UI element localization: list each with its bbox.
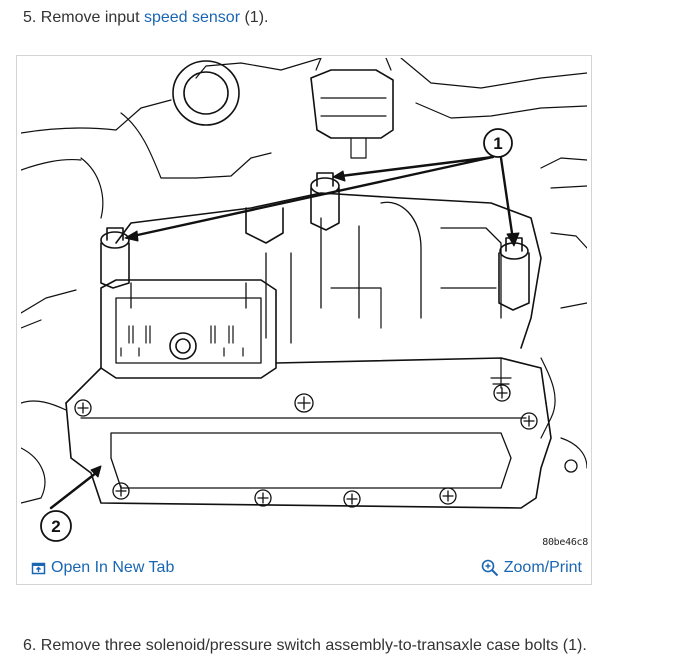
step-6-text: 6. Remove three solenoid/pressure switch… [23,637,587,654]
open-in-new-tab-label: Open In New Tab [51,559,175,576]
figure-container: 1 2 80be46c8 Open In New Tab Zoom/Print [16,55,592,585]
callout-2-label: 2 [51,517,60,536]
callout-1-label: 1 [493,134,502,153]
solenoid-assembly-diagram: 1 2 [21,58,587,542]
open-in-new-tab-button[interactable]: Open In New Tab [31,559,174,577]
zoom-print-button[interactable]: Zoom/Print [481,559,582,577]
figure-code: 80be46c8 [542,537,588,548]
step-5-prefix: 5. Remove input [23,9,144,26]
speed-sensor-link[interactable]: speed sensor [143,9,241,26]
step-5-suffix: (1). [240,9,269,26]
open-in-new-tab-icon [31,562,46,574]
magnifier-plus-icon [481,559,498,577]
zoom-print-label: Zoom/Print [503,559,582,576]
step-5-text: 5. Remove input speed sensor (1). [23,8,268,28]
figure-toolbar: Open In New Tab Zoom/Print [21,553,587,583]
